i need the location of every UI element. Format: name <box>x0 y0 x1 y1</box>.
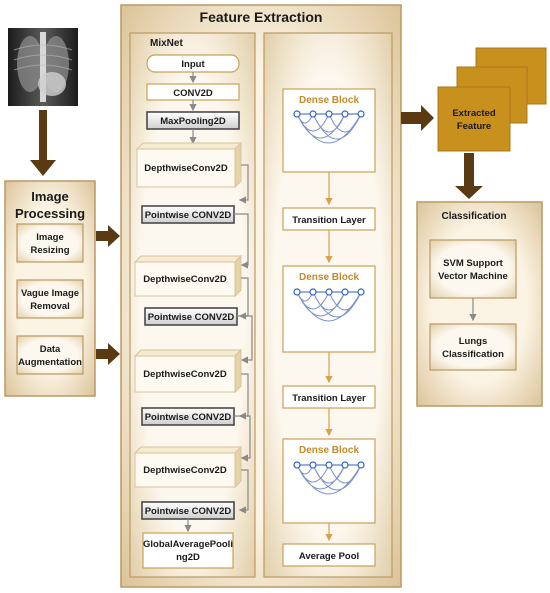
step-image-resizing-2: Resizing <box>30 245 69 256</box>
dense-block-3-title: Dense Block <box>299 445 359 456</box>
dense-block-2-graph <box>293 288 365 322</box>
classification-title: Classification <box>441 211 506 222</box>
arrow-processing-to-extraction-1 <box>96 225 120 247</box>
mixnet-maxpool-label: MaxPooling2D <box>160 116 226 127</box>
depthwise-3-label: DepthwiseConv2D <box>143 369 227 380</box>
depthwise-block-4: DepthwiseConv2D <box>133 445 243 489</box>
arrow-feature-to-classification <box>455 153 483 199</box>
svm-node <box>429 239 517 299</box>
extracted-feature-label-2: Feature <box>457 121 491 132</box>
transition-layer-1-label: Transition Layer <box>292 215 366 226</box>
lungs-classification-node <box>429 323 517 371</box>
dense-block-2-title: Dense Block <box>299 272 359 283</box>
depthwise-block-2: DepthwiseConv2D <box>133 254 243 298</box>
depthwise-1-label: DepthwiseConv2D <box>144 163 228 174</box>
dense-block-2: Dense Block <box>282 265 376 353</box>
depthwise-4-label: DepthwiseConv2D <box>143 465 227 476</box>
image-processing-title-1: Image <box>31 189 69 204</box>
arrow-extraction-to-feature <box>401 105 434 131</box>
mixnet-column: Input CONV2D MaxPooling2D DepthwiseConv2… <box>133 54 253 569</box>
arrow-processing-to-extraction-2 <box>96 343 120 365</box>
gap-label-2: ng2D <box>176 552 200 563</box>
average-pool-node <box>282 543 376 567</box>
step-data-augmentation-2: Augmentation <box>18 357 82 368</box>
depthwise-block-3: DepthwiseConv2D <box>133 348 243 394</box>
dense-block-3-graph <box>293 461 365 495</box>
svm-label-1: SVM Support <box>443 258 503 269</box>
chest-xray-image <box>8 28 78 106</box>
mixnet-input-label: Input <box>181 59 205 70</box>
extracted-feature-label-1: Extracted <box>452 108 495 119</box>
mixnet-title: MixNet <box>150 38 183 49</box>
pointwise-2-label: Pointwise CONV2D <box>148 312 235 323</box>
classification-panel: Classification SVM Support Vector Machin… <box>416 201 543 407</box>
dense-block-1: Dense Block <box>282 88 376 173</box>
average-pool-label: Average Pool <box>299 551 359 562</box>
svm-label-2: Vector Machine <box>438 271 508 282</box>
lungs-label-1: Lungs <box>459 336 488 347</box>
step-vague-image-removal-2: Removal <box>30 301 70 312</box>
extracted-feature-stack: Extracted Feature <box>437 47 547 152</box>
feature-extraction-title: Feature Extraction <box>200 9 323 25</box>
pointwise-3-label: Pointwise CONV2D <box>145 412 232 423</box>
arrow-xray-to-processing <box>30 110 56 176</box>
gap-label-1: GlobalAveragePooli <box>143 539 233 550</box>
depthwise-block-1: DepthwiseConv2D <box>135 141 243 189</box>
pointwise-4-label: Pointwise CONV2D <box>145 506 232 517</box>
step-vague-image-removal-1: Vague Image <box>21 288 79 299</box>
step-data-augmentation-1: Data <box>40 344 61 355</box>
dense-block-3: Dense Block <box>282 438 376 524</box>
image-processing-panel: Image Processing Image Resizing Vague Im… <box>4 180 96 397</box>
lungs-label-2: Classification <box>442 349 504 360</box>
gap-node <box>142 532 234 569</box>
pointwise-1-label: Pointwise CONV2D <box>145 210 232 221</box>
densenet-column: Dense Block Transition Layer Dense Block <box>282 88 376 567</box>
transition-layer-2-label: Transition Layer <box>292 393 366 404</box>
step-image-resizing-1: Image <box>36 232 63 243</box>
dense-block-1-title: Dense Block <box>299 95 359 106</box>
mixnet-conv2d-label: CONV2D <box>173 88 213 99</box>
image-processing-title-2: Processing <box>15 206 85 221</box>
depthwise-2-label: DepthwiseConv2D <box>143 274 227 285</box>
dense-block-1-graph <box>293 110 365 144</box>
